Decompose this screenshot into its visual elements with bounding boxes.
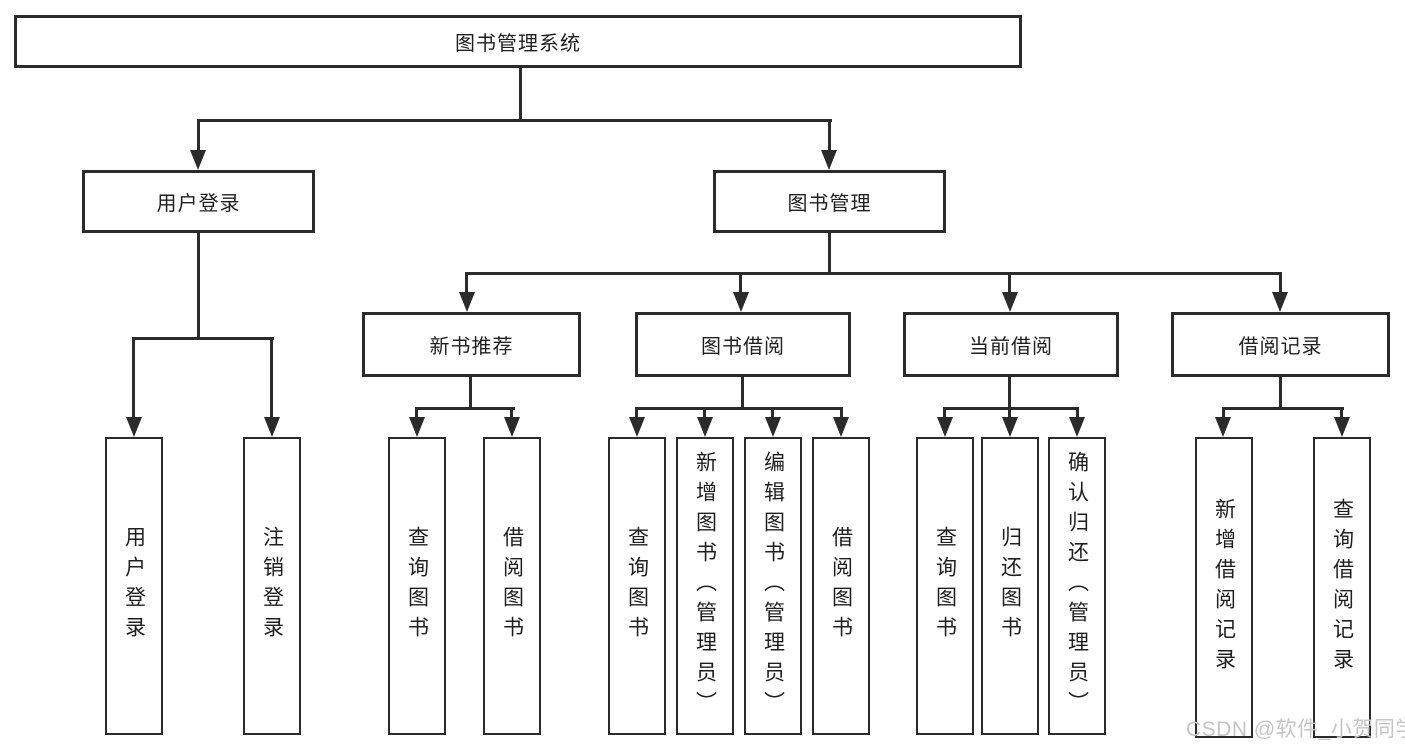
connector-line xyxy=(519,68,522,120)
leaf-bb-borrow-books: 借阅图书 xyxy=(812,437,870,735)
connector-line xyxy=(1008,377,1011,410)
arrow-head-icon xyxy=(697,417,713,437)
arrow-head-icon xyxy=(1002,417,1018,437)
leaf-br-add-record: 新增借阅记录 xyxy=(1195,437,1253,738)
leaf-bb-query-books: 查询图书 xyxy=(608,437,666,735)
connector-line xyxy=(510,407,513,419)
leaf-logout: 注销登录 xyxy=(243,437,301,735)
connector-line xyxy=(828,233,831,274)
connector-line xyxy=(1279,272,1282,294)
connector-line xyxy=(739,272,742,294)
arrow-head-icon xyxy=(504,417,520,437)
connector-line xyxy=(465,272,468,294)
arrow-head-icon xyxy=(1069,417,1085,437)
leaf-cb-return-books: 归还图书 xyxy=(981,437,1039,735)
watermark-text: CSDN @软件_小贺同学 xyxy=(1186,718,1405,741)
arrow-head-icon xyxy=(264,417,280,437)
node-root-system: 图书管理系统 xyxy=(14,15,1022,68)
arrow-head-icon xyxy=(1215,417,1231,437)
connector-line xyxy=(197,233,200,340)
connector-line xyxy=(197,119,832,122)
leaf-nb-borrow-books: 借阅图书 xyxy=(483,437,541,735)
connector-line xyxy=(415,407,418,419)
connector-line xyxy=(703,407,706,419)
leaf-user-login: 用户登录 xyxy=(105,437,163,735)
leaf-cb-query-books: 查询图书 xyxy=(916,437,974,735)
connector-line xyxy=(828,119,831,151)
arrow-head-icon xyxy=(409,417,425,437)
connector-line xyxy=(943,407,946,419)
leaf-bb-add-books-admin: 新增图书（管理员） xyxy=(676,437,734,735)
connector-line xyxy=(469,377,472,410)
connector-line xyxy=(1076,407,1079,419)
arrow-head-icon xyxy=(937,417,953,437)
leaf-bb-edit-books-admin: 编辑图书（管理员） xyxy=(744,437,802,735)
leaf-cb-confirm-return-admin: 确认归还（管理员） xyxy=(1048,437,1106,735)
arrow-head-icon xyxy=(126,417,142,437)
connector-line xyxy=(771,407,774,419)
arrow-head-icon xyxy=(833,417,849,437)
node-borrow-records: 借阅记录 xyxy=(1171,312,1390,377)
connector-line xyxy=(635,407,638,419)
connector-line xyxy=(635,407,843,410)
connector-line xyxy=(197,119,200,151)
connector-line xyxy=(1222,407,1344,410)
connector-line xyxy=(1222,407,1225,419)
node-new-book-recommend: 新书推荐 xyxy=(362,312,581,377)
arrow-head-icon xyxy=(1002,292,1018,312)
connector-line xyxy=(1340,407,1343,419)
arrow-head-icon xyxy=(733,292,749,312)
leaf-br-query-record: 查询借阅记录 xyxy=(1313,437,1371,738)
leaf-nb-query-books: 查询图书 xyxy=(388,437,446,735)
arrow-head-icon xyxy=(765,417,781,437)
arrow-head-icon xyxy=(821,150,837,170)
connector-line xyxy=(132,337,274,340)
arrow-head-icon xyxy=(190,150,206,170)
arrow-head-icon xyxy=(1334,417,1350,437)
connector-line xyxy=(943,407,1079,410)
connector-line xyxy=(270,337,273,418)
node-book-management: 图书管理 xyxy=(713,170,946,233)
connector-line xyxy=(132,337,135,418)
node-user-login: 用户登录 xyxy=(82,170,315,233)
node-current-borrow: 当前借阅 xyxy=(903,312,1119,377)
connector-line xyxy=(1008,407,1011,419)
connector-line xyxy=(840,407,843,419)
connector-line xyxy=(1279,377,1282,410)
connector-line xyxy=(415,407,515,410)
connector-line xyxy=(465,272,1282,275)
arrow-head-icon xyxy=(459,292,475,312)
connector-line xyxy=(1008,272,1011,294)
connector-line xyxy=(741,377,744,410)
node-book-borrow: 图书借阅 xyxy=(635,312,851,377)
arrow-head-icon xyxy=(629,417,645,437)
arrow-head-icon xyxy=(1272,292,1288,312)
